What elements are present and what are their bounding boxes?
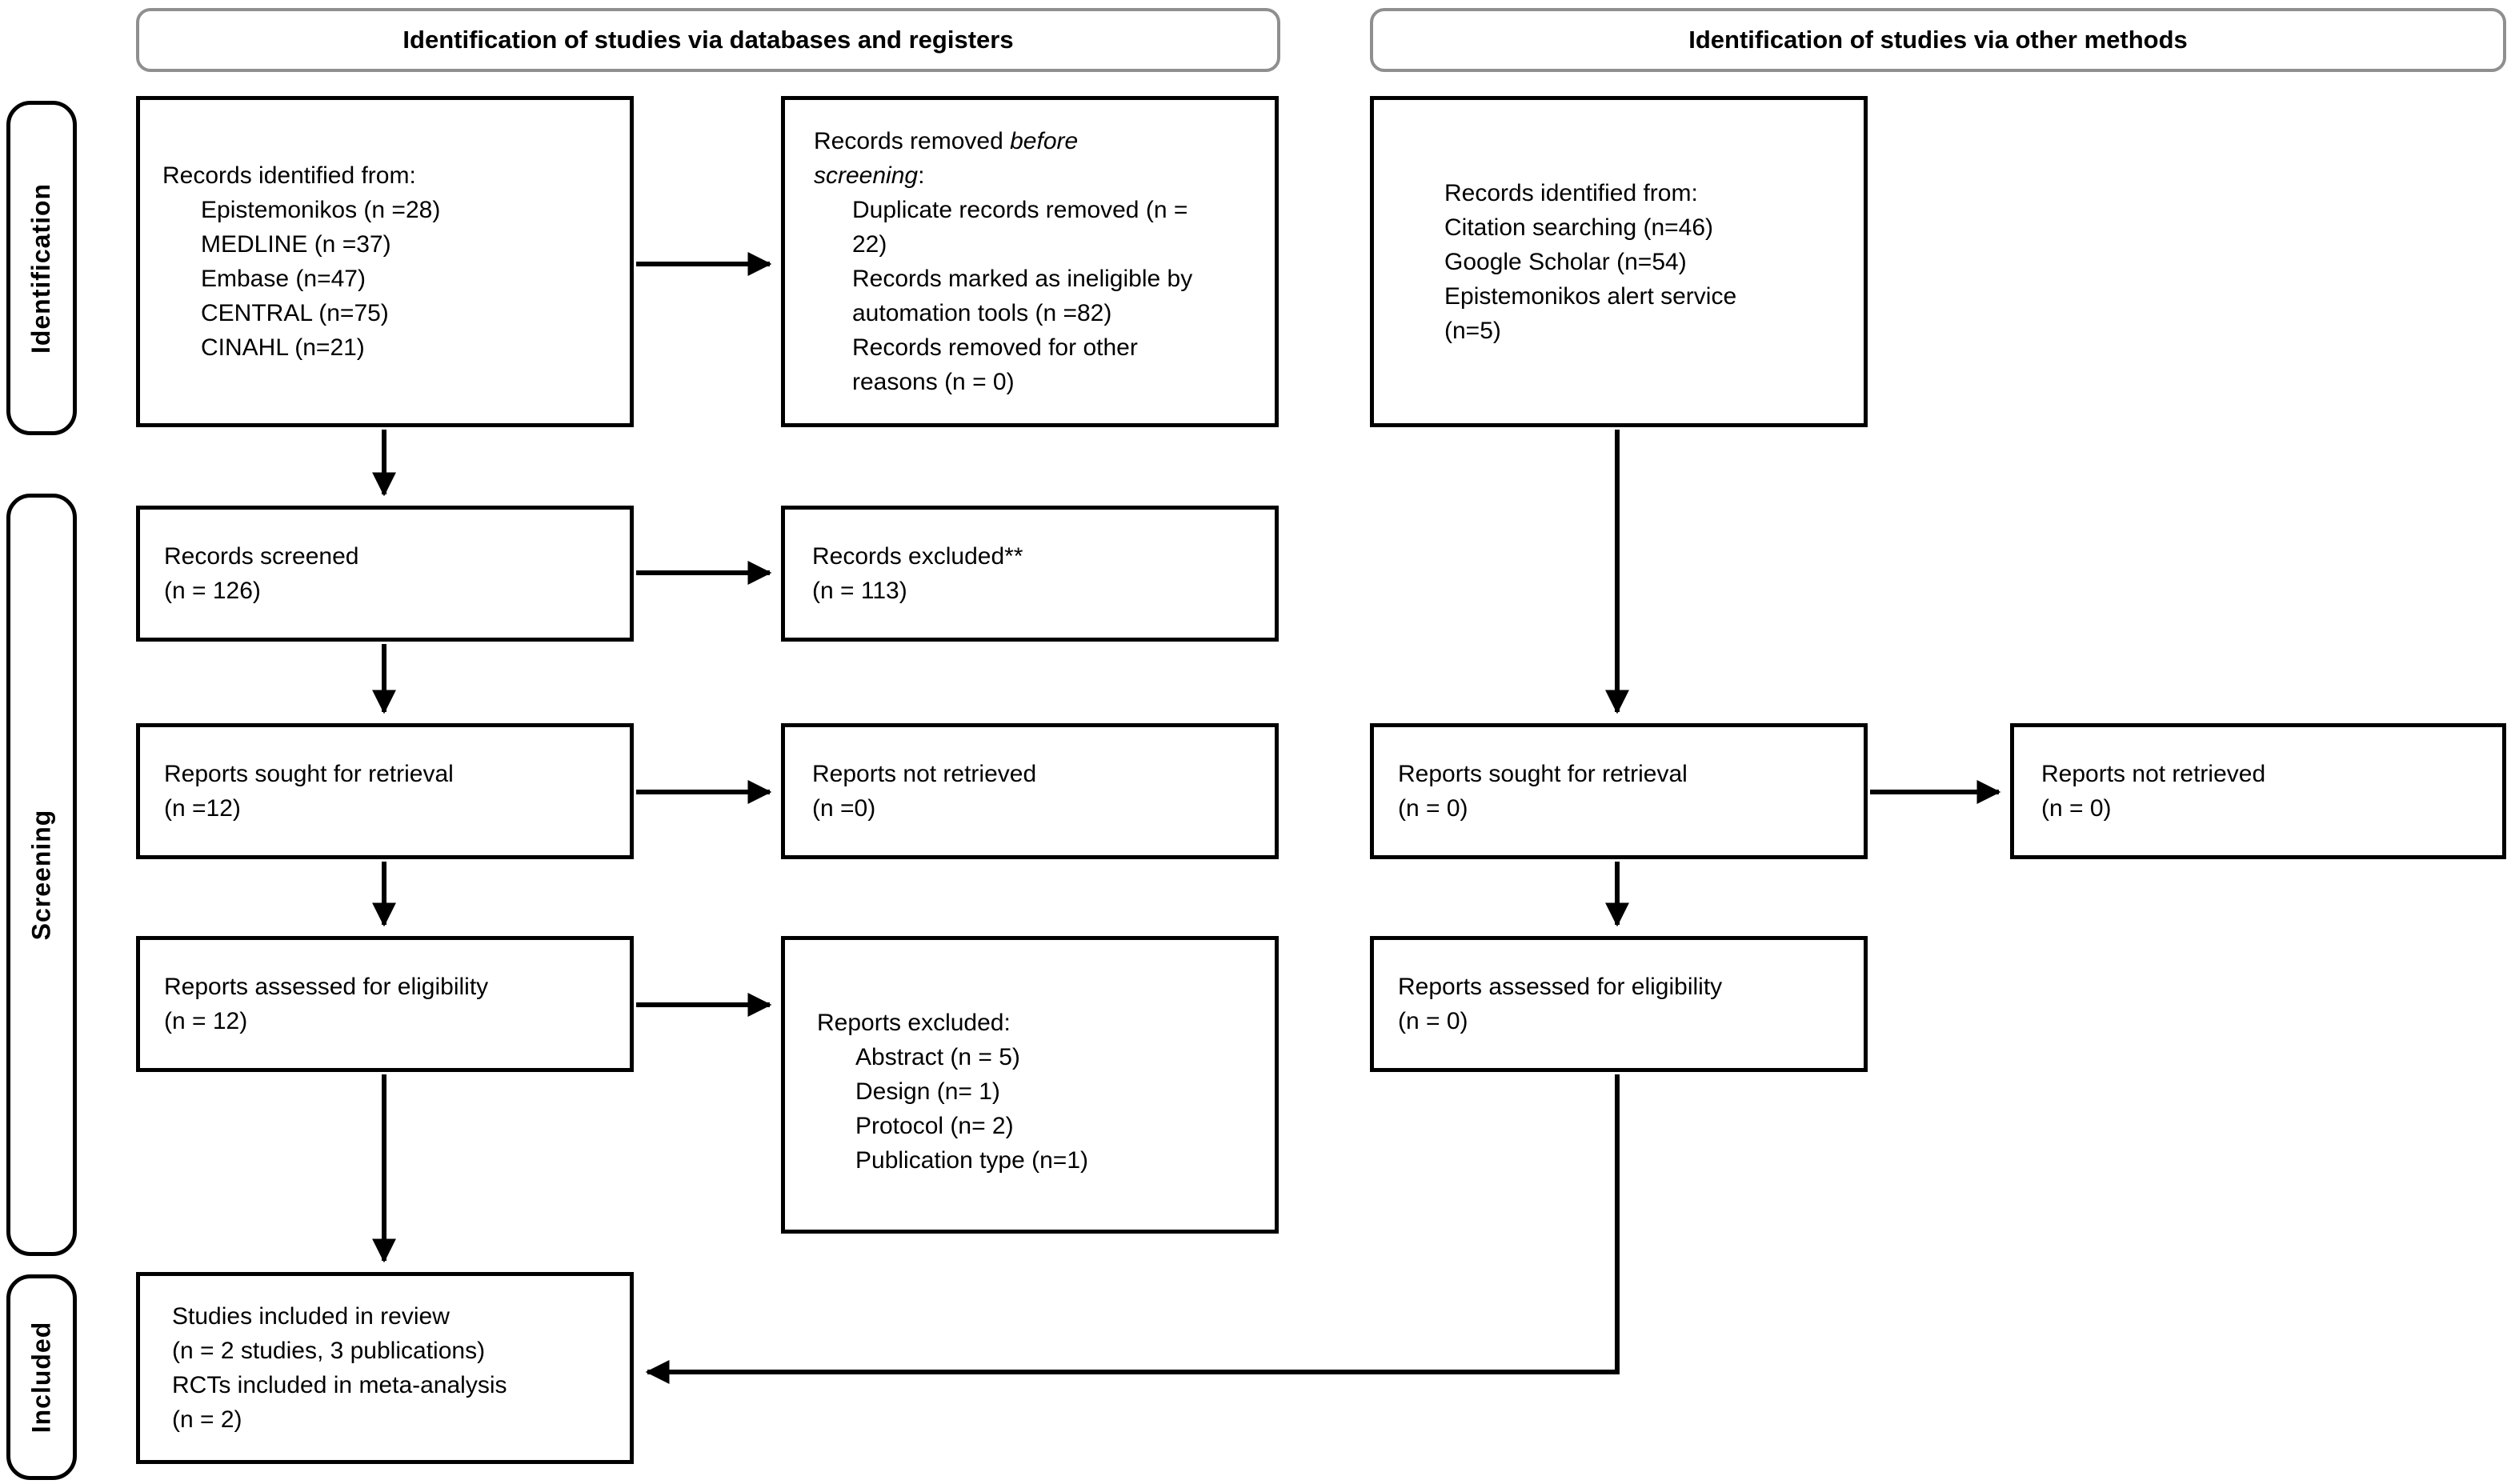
box-records-excluded: Records excluded** (n = 113) <box>781 506 1279 642</box>
box-line: (n = 0) <box>1398 1008 1468 1034</box>
box-reports-sought-databases: Reports sought for retrieval (n =12) <box>136 723 634 859</box>
box-line: Design (n= 1) <box>855 1078 1000 1105</box>
box-line: Citation searching (n=46) <box>1444 214 1714 241</box>
box-line: Embase (n=47) <box>201 266 366 292</box>
box-line: (n = 0) <box>2041 795 2112 822</box>
sidebar-included-label: Included <box>26 1321 56 1434</box>
box-line: MEDLINE (n =37) <box>201 231 391 258</box>
box-line: Reports assessed for eligibility <box>1398 974 1723 1000</box>
box-text: : <box>918 162 925 189</box>
box-line: Reports excluded: <box>817 1010 1011 1036</box>
box-line: Records identified from: <box>162 162 416 189</box>
box-reports-excluded-reasons: Reports excluded: Abstract (n = 5) Desig… <box>781 936 1279 1234</box>
box-reports-sought-other: Reports sought for retrieval (n = 0) <box>1370 723 1868 859</box>
box-studies-included: Studies included in review (n = 2 studie… <box>136 1272 634 1464</box>
box-line: Records screened <box>164 543 359 570</box>
box-line: Records excluded** <box>812 543 1023 570</box>
sidebar-screening-label: Screening <box>26 809 56 941</box>
box-reports-not-retrieved-other: Reports not retrieved (n = 0) <box>2010 723 2506 859</box>
box-line: Records removed before <box>814 124 1262 158</box>
box-records-screened: Records screened (n = 126) <box>136 506 634 642</box>
header-other-methods: Identification of studies via other meth… <box>1370 8 2506 72</box>
box-text: Records removed <box>814 128 1011 154</box>
box-line: (n = 12) <box>164 1008 248 1034</box>
box-line: Reports not retrieved <box>2041 761 2266 787</box>
box-line: Reports sought for retrieval <box>1398 761 1688 787</box>
box-line: Epistemonikos alert service <box>1444 282 1737 310</box>
box-line: Reports assessed for eligibility <box>164 974 489 1000</box>
box-line: (n = 0) <box>1398 795 1468 822</box>
box-line: Records removed for other reasons (n = 0… <box>852 334 1138 395</box>
box-line: screening: <box>814 158 1262 193</box>
box-line: RCTs included in meta-analysis <box>172 1372 507 1398</box>
box-line: Epistemonikos (n =28) <box>201 197 441 223</box>
box-records-identified-other: Records identified from: Citation search… <box>1370 96 1868 427</box>
box-text-italic: before <box>1010 128 1079 154</box>
box-line: (n=5) <box>1444 317 1501 344</box>
box-records-identified-databases: Records identified from: Epistemonikos (… <box>136 96 634 427</box>
box-line: Records identified from: <box>1444 179 1698 206</box>
header-databases: Identification of studies via databases … <box>136 8 1280 72</box>
sidebar-identification: Identification <box>6 101 77 435</box>
box-line: CENTRAL (n=75) <box>201 300 389 326</box>
header-other-methods-label: Identification of studies via other meth… <box>1688 26 2188 54</box>
box-reports-assessed-other: Reports assessed for eligibility (n = 0) <box>1370 936 1868 1072</box>
box-line: Publication type (n=1) <box>855 1147 1089 1174</box>
box-line: Reports not retrieved <box>812 761 1037 787</box>
box-line: Studies included in review <box>172 1303 450 1330</box>
box-reports-assessed-databases: Reports assessed for eligibility (n = 12… <box>136 936 634 1072</box>
sidebar-included: Included <box>6 1274 77 1480</box>
box-line: (n = 113) <box>812 578 907 604</box>
header-databases-label: Identification of studies via databases … <box>402 26 1014 54</box>
box-line: (n =12) <box>164 795 241 822</box>
box-line: (n = 2 studies, 3 publications) <box>172 1338 486 1364</box>
box-line: Duplicate records removed (n = 22) <box>852 197 1188 258</box>
box-line: Records marked as ineligible by automati… <box>852 266 1193 326</box>
box-line: (n = 2) <box>172 1406 242 1433</box>
box-line: (n =0) <box>812 795 876 822</box>
box-line: Google Scholar (n=54) <box>1444 248 1687 275</box>
box-line: Abstract (n = 5) <box>855 1044 1020 1070</box>
sidebar-screening: Screening <box>6 494 77 1256</box>
box-line: Protocol (n= 2) <box>855 1113 1014 1139</box>
box-text-italic: screening <box>814 162 919 189</box>
box-line: CINAHL (n=21) <box>201 334 365 361</box>
sidebar-identification-label: Identification <box>26 182 56 354</box>
box-records-removed: Records removed before screening: Duplic… <box>781 96 1279 427</box>
box-line: (n = 126) <box>164 578 261 604</box>
box-line: Reports sought for retrieval <box>164 761 454 787</box>
box-reports-not-retrieved-databases: Reports not retrieved (n =0) <box>781 723 1279 859</box>
